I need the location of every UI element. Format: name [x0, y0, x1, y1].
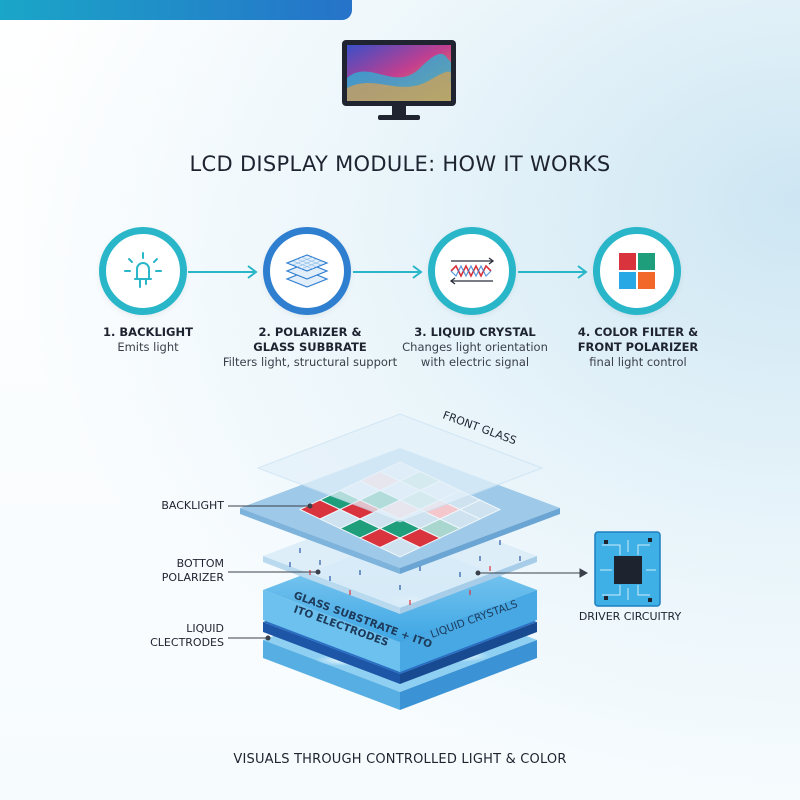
step-1-desc: Emits light: [117, 340, 179, 354]
arrow-right-icon: [353, 265, 423, 279]
bottom-polarizer-label: BOTTOM POLARIZER: [120, 557, 224, 585]
liquid-electrodes-label-line1: LIQUID: [186, 622, 224, 635]
step-3-title: 3. LIQUID CRYSTAL: [414, 325, 536, 339]
step-2-title: 2. POLARIZER &: [258, 325, 362, 339]
step-2-desc: Filters light, structural support: [222, 355, 398, 369]
layers-icon: [285, 254, 329, 288]
color-filter-pixel: [378, 537, 422, 558]
step-1-title: 1. BACKLIGHT: [103, 325, 193, 339]
top-accent-bar: [0, 0, 352, 20]
step-1-text: 1. BACKLIGHT Emits light: [58, 325, 238, 355]
bottom-caption: VISUALS THROUGH CONTROLLED LIGHT & COLOR: [233, 752, 567, 767]
step-3-desc: Changes light orientation: [402, 340, 548, 354]
front-glass-layer: [256, 413, 544, 523]
step-2-text: 2. POLARIZER & GLASS SUBBRATE Filters li…: [220, 325, 400, 370]
wave-arrows-icon: [449, 257, 495, 285]
monitor-icon: [342, 40, 456, 120]
bottom-polarizer-label-line1: BOTTOM: [176, 557, 224, 570]
step-3-text: 3. LIQUID CRYSTAL Changes light orientat…: [385, 325, 565, 370]
backlight-label: BACKLIGHT: [161, 499, 224, 512]
led-icon: [124, 252, 162, 288]
liquid-electrodes-label: LIQUID CLECTRODES: [120, 622, 224, 650]
page-title: LCD DISPLAY MODULE: HOW IT WORKS: [189, 152, 611, 176]
step-2-title-line2: GLASS SUBBRATE: [253, 340, 367, 354]
step-color-filter-circle: [593, 227, 681, 315]
arrow-right-icon: [518, 265, 588, 279]
bottom-polarizer-label-line2: POLARIZER: [161, 571, 224, 584]
driver-circuit-board-icon: [594, 531, 661, 607]
arrow-right-icon: [188, 265, 258, 279]
liquid-electrodes-label-line2: CLECTRODES: [150, 636, 224, 649]
step-liquid-crystal-circle: [428, 227, 516, 315]
color-grid-icon: [619, 253, 655, 289]
step-4-desc: final light control: [589, 355, 687, 369]
step-polarizer-circle: [263, 227, 351, 315]
step-4-title: 4. COLOR FILTER &: [577, 325, 699, 339]
driver-circuitry-label: DRIVER CIRCUITRY: [578, 610, 682, 623]
lcd-layer-stack-diagram: FRONT GLASS GLASS SUBSTRATE + ITO ITO EL…: [228, 409, 661, 710]
step-3-desc-line2: with electric signal: [420, 355, 530, 369]
step-4-text: 4. COLOR FILTER & FRONT POLARIZER final …: [548, 325, 728, 370]
step-backlight-circle: [99, 227, 187, 315]
step-4-title-line2: FRONT POLARIZER: [577, 340, 699, 354]
